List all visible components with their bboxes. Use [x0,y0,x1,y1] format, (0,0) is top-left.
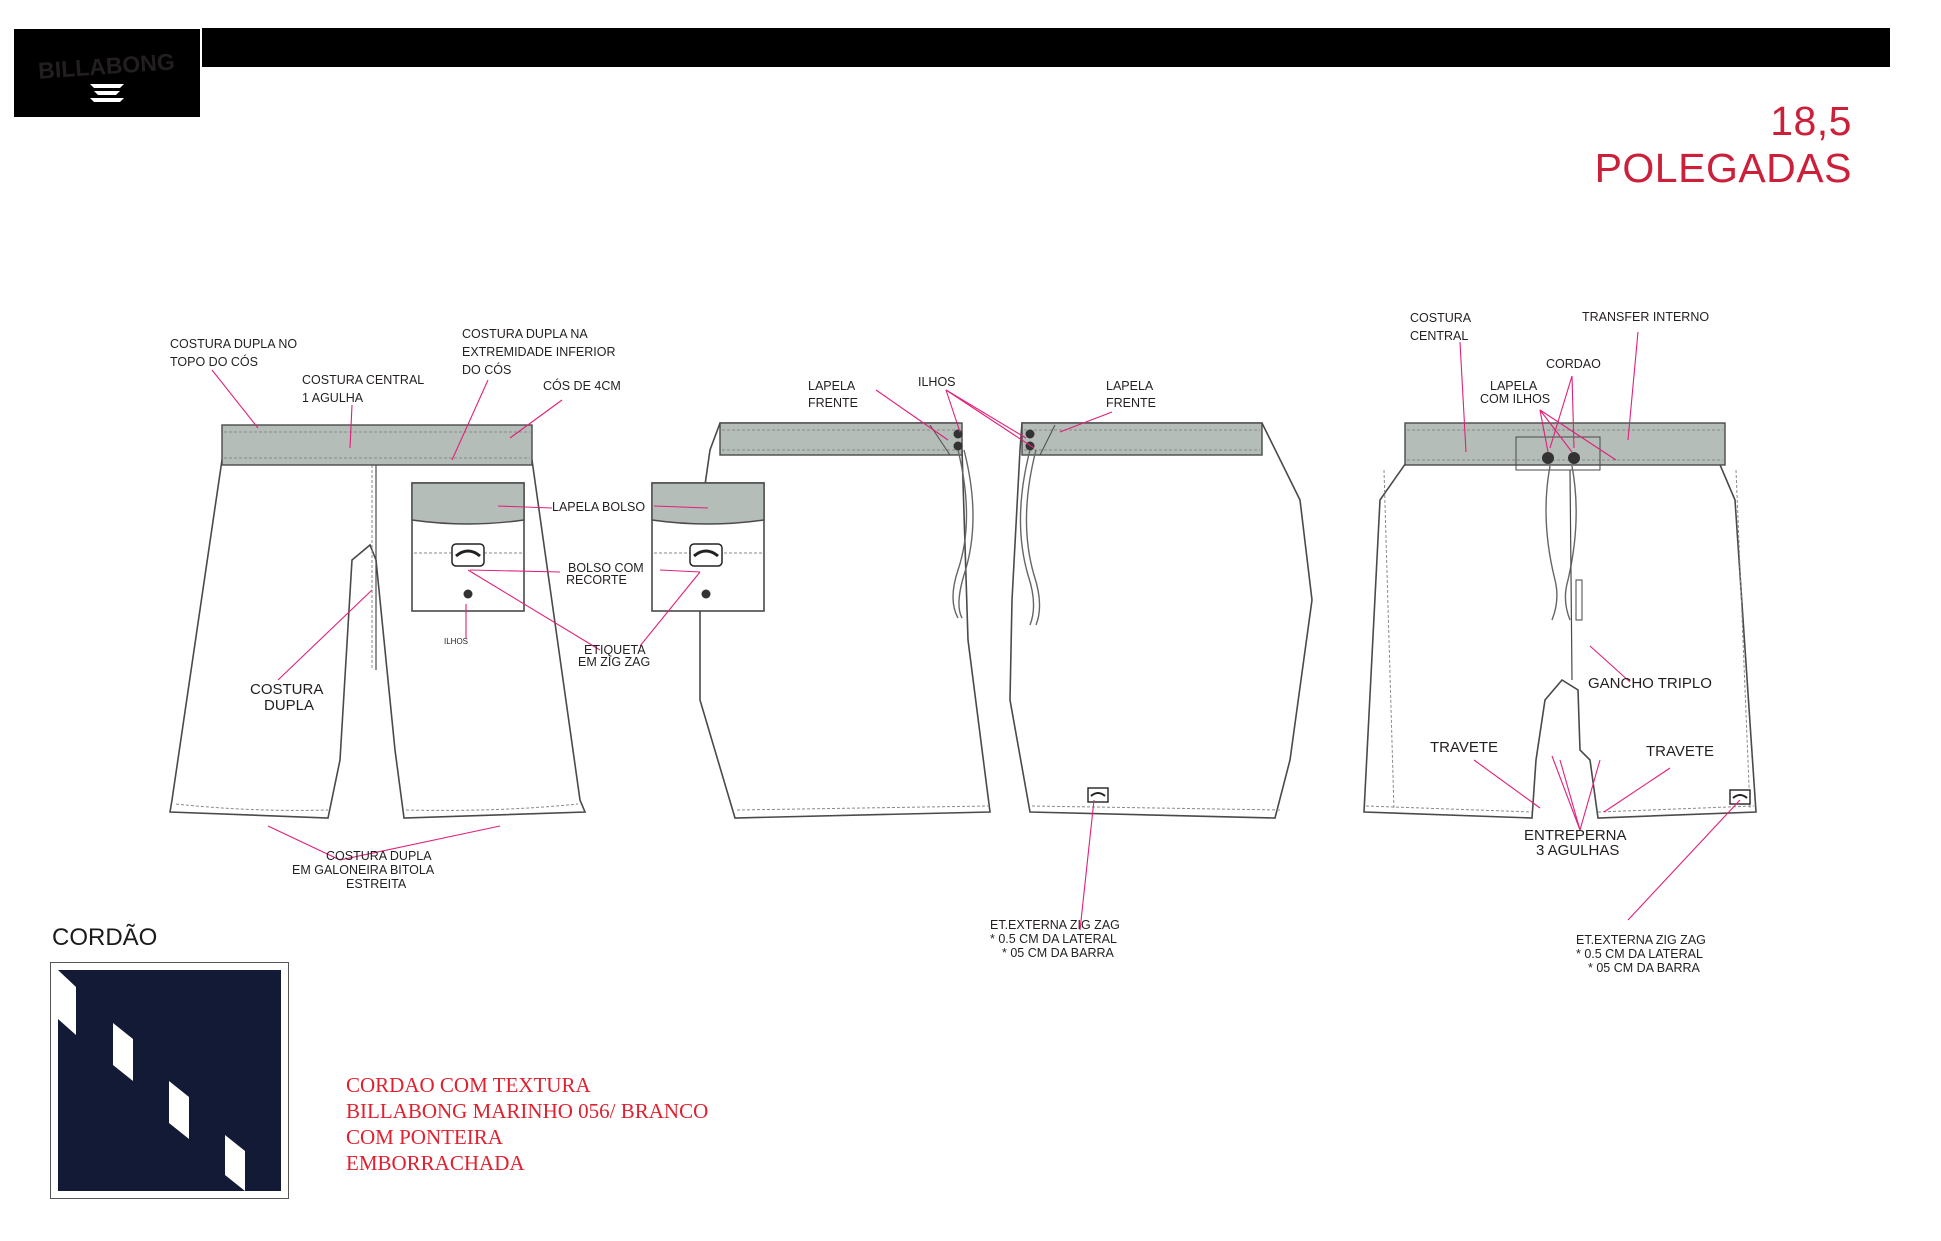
label-costura-dupla-topo-1: COSTURA DUPLA NO [170,337,297,351]
label-entreperna-2: 3 AGULHAS [1536,842,1619,859]
label-costura-dupla-2: DUPLA [264,697,314,714]
callout-labels: COSTURA DUPLA NO TOPO DO CÓS COSTURA CEN… [170,310,1714,975]
label-lapela-frente-right-1: LAPELA [1106,379,1154,393]
label-bolso-recorte-1: BOLSO COM [568,561,644,575]
label-etiqueta-2: EM ZIG ZAG [578,655,650,669]
back-pocket [411,482,525,612]
side-view-right [1009,422,1313,819]
label-entreperna-1: ENTREPERNA [1524,827,1627,844]
label-costura-central-2: 1 AGULHA [302,391,364,405]
cord-note-line-1: CORDAO COM TEXTURA [346,1073,591,1097]
label-ilhos-side: ILHOS [918,375,956,389]
cord-note: CORDAO COM TEXTURA BILLABONG MARINHO 056… [346,1072,708,1176]
page-title: 18,5 POLEGADAS [1594,98,1852,191]
label-cos-4cm: CÓS DE 4CM [543,378,621,393]
label-etiqueta-1: ETIQUETA [584,643,646,657]
cord-note-line-3: COM PONTEIRA [346,1125,503,1149]
label-galoneira-3: ESTREITA [346,877,407,891]
side-view-left [651,422,991,819]
label-lapela-ilhos-1: LAPELA [1490,379,1538,393]
cord-note-line-4: EMBORRACHADA [346,1151,525,1175]
label-lapela-frente-left-1: LAPELA [808,379,856,393]
cord-note-line-2: BILLABONG MARINHO 056/ BRANCO [346,1099,709,1123]
cord-swatch [50,962,289,1199]
back-waistband [221,424,533,466]
label-et-externa-front-1: ET.EXTERNA ZIG ZAG [1576,933,1706,947]
label-cordao: CORDAO [1546,357,1601,371]
brand-logo: BILLABONG [14,29,200,117]
label-galoneira-2: EM GALONEIRA BITOLA [292,863,435,877]
label-travete-left: TRAVETE [1430,739,1498,756]
eyelet-icon [463,589,473,599]
label-costura-central-1: COSTURA CENTRAL [302,373,424,387]
front-external-label [1729,789,1751,805]
label-travete-right: TRAVETE [1646,743,1714,760]
label-et-externa-side-1: ET.EXTERNA ZIG ZAG [990,918,1120,932]
label-lapela-frente-right-2: FRENTE [1106,396,1156,410]
label-bolso-recorte-2: RECORTE [566,573,627,587]
label-gancho-triplo: GANCHO TRIPLO [1588,675,1712,692]
label-et-externa-side-2: * 0.5 CM DA LATERAL [990,932,1117,946]
side-left-waistband [719,422,963,456]
side-pocket [651,482,765,612]
label-ilhos-small: ILHOS [444,637,468,646]
front-view [1363,422,1757,819]
label-lapela-ilhos-2: COM ILHOS [1480,392,1550,406]
label-costura-dupla-inferior-3: DO CÓS [462,362,511,377]
billabong-logo-mark: BILLABONG [37,48,176,102]
label-costura-central-front-2: CENTRAL [1410,329,1468,343]
label-costura-dupla-inferior-2: EXTREMIDADE INFERIOR [462,345,616,359]
pocket-label [451,543,485,567]
label-lapela-bolso: LAPELA BOLSO [552,500,645,514]
label-lapela-frente-left-2: FRENTE [808,396,858,410]
cord-swatch-pattern [58,970,281,1191]
label-costura-dupla-topo-2: TOPO DO CÓS [170,354,258,369]
label-transfer-interno: TRANSFER INTERNO [1582,310,1709,324]
header-bar [202,28,1890,67]
label-costura-dupla-inferior-1: COSTURA DUPLA NA [462,327,588,341]
label-costura-central-front-1: COSTURA [1410,311,1472,325]
callout-lines [211,331,1741,931]
label-galoneira-1: COSTURA DUPLA [326,849,432,863]
label-et-externa-front-2: * 0.5 CM DA LATERAL [1576,947,1703,961]
side-external-label [1087,787,1109,803]
label-et-externa-side-3: * 05 CM DA BARRA [1002,946,1115,960]
cord-title: CORDÃO [52,924,158,951]
front-waistband [1404,422,1726,466]
label-costura-dupla-1: COSTURA [250,681,323,698]
back-view [169,424,587,819]
label-et-externa-front-3: * 05 CM DA BARRA [1588,961,1701,975]
